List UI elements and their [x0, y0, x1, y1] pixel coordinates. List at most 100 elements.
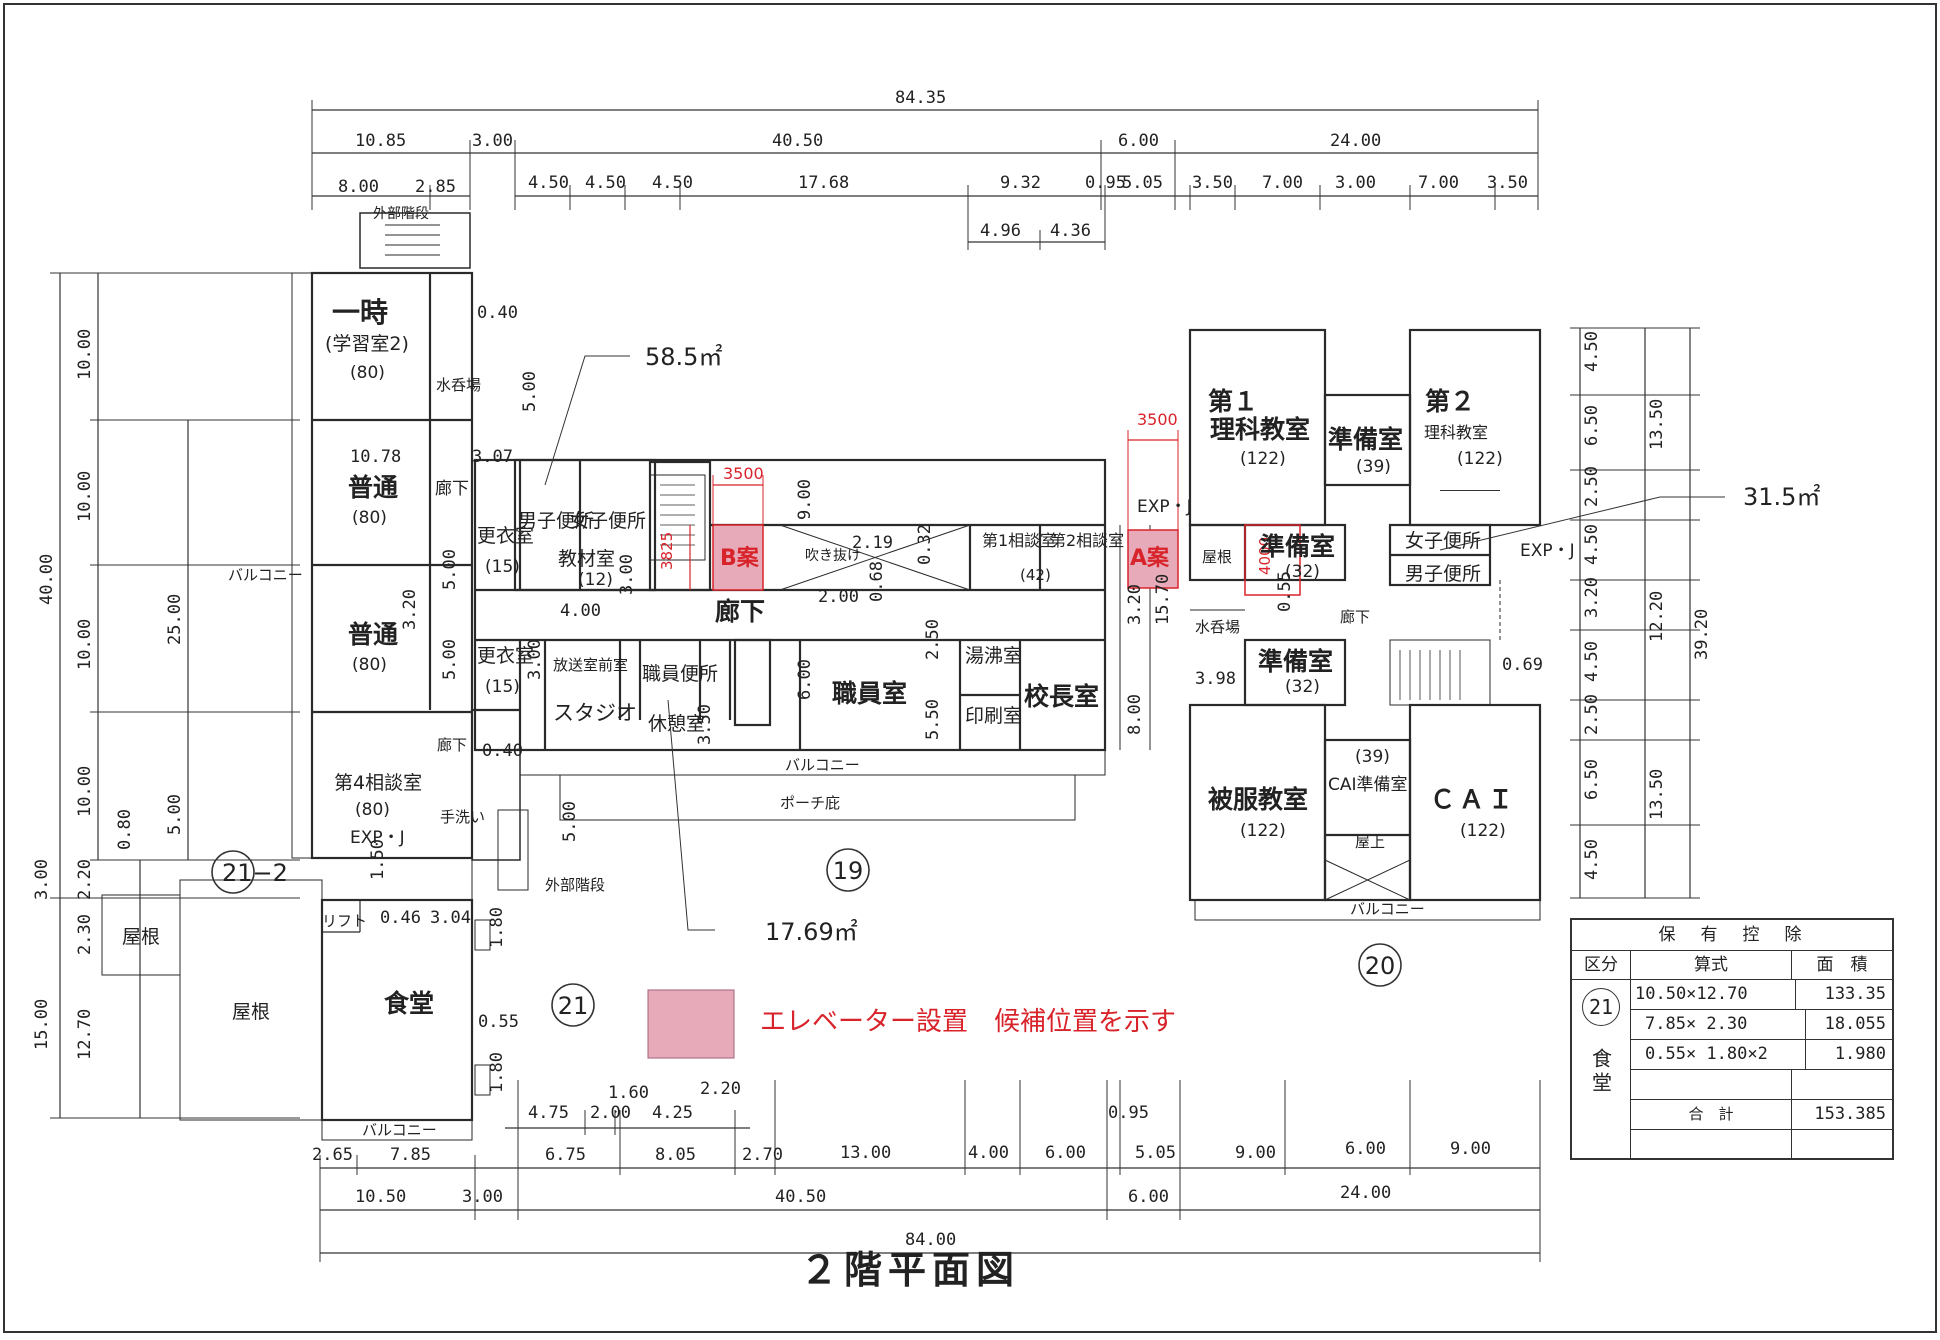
dim-bottom-4-1: 2.00 [590, 1103, 631, 1123]
table-value: 1.980 [1834, 1044, 1886, 1064]
room-kyozaishitsu: 教材室 [558, 548, 615, 570]
dim-top-4-1: 4.36 [1050, 221, 1091, 241]
balcony-bottom: バルコニー [362, 1121, 437, 1139]
dimension-lines [50, 100, 1700, 1262]
table-row: 0.55× 1.80×2 1.980 [1631, 1040, 1892, 1070]
dim-right-seg-6: 2.50 [1582, 694, 1602, 735]
stair-top: 外部階段 [373, 206, 429, 222]
room-shokuinshitsu: 職員室 [832, 679, 907, 708]
dim-misc-17: 1.80 [487, 1052, 507, 1093]
dim-top-2-3: 6.00 [1118, 131, 1159, 151]
room-futsu2: 普通 [348, 620, 398, 649]
dim-left-seg-3: 10.00 [75, 766, 95, 817]
candidate-a-dim: 3500 [1137, 410, 1178, 429]
room-studio: スタジオ [553, 701, 637, 725]
dim-bottom-3-5: 13.00 [840, 1143, 891, 1163]
table-total-row: 合 計 153.385 [1631, 1100, 1892, 1130]
room-mizunomiba2: 水呑場 [1195, 618, 1240, 636]
dim-top-3-11: 3.00 [1335, 173, 1376, 193]
leader-lines [544, 355, 1725, 931]
table-header-2: 面 積 [1816, 955, 1868, 975]
candidate-a-area [1127, 529, 1179, 589]
dim-misc-11: 5.00 [560, 801, 580, 842]
table-row: 7.85× 2.30 18.055 [1631, 1010, 1892, 1040]
dim-top-3-3: 4.50 [585, 173, 626, 193]
candidate-b-dim2: 3825 [658, 532, 676, 570]
table-title: 保 有 控 除 [1572, 920, 1892, 951]
dim-misc-10: 0.40 [482, 741, 523, 761]
room-soudan2: 第2相談室 [1050, 531, 1124, 550]
dim-misc-5: 4.00 [560, 601, 601, 621]
dim-bottom-3-9: 9.00 [1235, 1143, 1276, 1163]
block-21-2: 21−2 [222, 859, 288, 887]
dim-top-3-0: 8.00 [338, 177, 379, 197]
dim-left-lower-5: 2.20 [75, 859, 95, 900]
table-body: 21 食堂 10.50×12.70 133.35 7.85× 2.30 18.0… [1572, 980, 1892, 1158]
dim-misc-4: 3.20 [400, 589, 420, 630]
dim-left-25: 25.00 [165, 594, 185, 645]
dim-top-2-1: 3.00 [472, 131, 513, 151]
balcony-mid: バルコニー [785, 756, 860, 774]
dim-bottom-3-1: 7.85 [390, 1145, 431, 1165]
dim-top-3-4: 4.50 [652, 173, 693, 193]
dim-top-3-2: 4.50 [528, 173, 569, 193]
dim-bottom-3-11: 9.00 [1450, 1139, 1491, 1159]
room-mizunomiba: 水呑場 [436, 376, 481, 394]
room-okujo2: 屋上 [1355, 833, 1385, 851]
room-junbi1-cap: (39) [1356, 457, 1391, 477]
dim-bottom-3-6: 4.00 [968, 1143, 1009, 1163]
table-empty-row [1631, 1130, 1892, 1158]
dim-bottom-3-7: 6.00 [1045, 1143, 1086, 1163]
room-rouka: 廊下 [715, 597, 765, 626]
room-soudan4-cap: (80) [355, 800, 390, 820]
dim-misc-7: 5.00 [440, 549, 460, 590]
legend-swatch [647, 989, 735, 1059]
dim-left-lower-4: 0.80 [115, 809, 135, 850]
area-right: 31.5㎡ [1743, 483, 1820, 511]
deduction-table: 保 有 控 除 区分 算式 面 積 21 食堂 10.50×12.70 133.… [1570, 918, 1894, 1160]
dim-bottom-3-3: 8.05 [655, 1145, 696, 1165]
dim-top-4-0: 4.96 [980, 221, 1021, 241]
room-yane2: 屋根 [232, 1001, 270, 1023]
sheet-border [3, 3, 1937, 1333]
elevator-candidates [647, 430, 1301, 1059]
room-rouka-small2: 廊下 [437, 736, 467, 754]
dim-misc-23: 6.00 [795, 659, 815, 700]
area-lower: 17.69㎡ [765, 918, 858, 946]
room-cai: ＣＡＩ [1430, 785, 1517, 814]
room-insatsu: 印刷室 [965, 705, 1022, 727]
dim-bottom-total: 84.00 [905, 1230, 956, 1250]
room-kouishitsu2: 更衣室 [477, 645, 534, 667]
dim-left-lower-2: 15.00 [32, 999, 52, 1050]
room-danshi-benjo: 男子便所 [518, 510, 594, 532]
dim-top-2-0: 10.85 [355, 131, 406, 151]
dim-right-mid-0: 13.50 [1647, 399, 1667, 450]
room-futsu1: 普通 [348, 473, 398, 502]
room-danshi-benjo2: 男子便所 [1405, 563, 1481, 585]
table-value [1792, 1070, 1892, 1099]
table-group-cell: 21 食堂 [1572, 980, 1631, 1158]
room-cai-junbi-cap: (39) [1355, 747, 1390, 767]
dim-bottom-3-2: 6.75 [545, 1145, 586, 1165]
dim-top-3-6: 9.32 [1000, 173, 1041, 193]
dim-misc-6: 3.00 [617, 554, 637, 595]
room-kochoshitsu: 校長室 [1024, 682, 1099, 711]
room-rika2-b: 理科教室 [1424, 423, 1488, 442]
room-hifuku: 被服教室 [1208, 785, 1308, 814]
room-ichiji-sub: (学習室2) [325, 333, 409, 355]
table-rows: 10.50×12.70 133.35 7.85× 2.30 18.055 0.5… [1631, 980, 1892, 1158]
dim-top-3-8: 5.05 [1122, 173, 1163, 193]
expj-3: EXP・J [1520, 541, 1575, 561]
dim-misc-25: 5.50 [923, 699, 943, 740]
stair-bottom: 外部階段 [545, 876, 605, 894]
dim-bottom-3-10: 6.00 [1345, 1139, 1386, 1159]
room-rika2-cap: (122) [1457, 449, 1503, 469]
dim-misc-28: 15.70 [1153, 574, 1173, 625]
room-kouishitsu2-cap: (15) [485, 677, 520, 697]
room-futsu2-cap: (80) [352, 655, 387, 675]
room-rika2-a: 第２ [1425, 387, 1475, 416]
dim-misc-12: 1.50 [368, 839, 388, 880]
expj-1: EXP・J [350, 828, 405, 848]
room-junbi3-cap: (32) [1285, 677, 1320, 697]
